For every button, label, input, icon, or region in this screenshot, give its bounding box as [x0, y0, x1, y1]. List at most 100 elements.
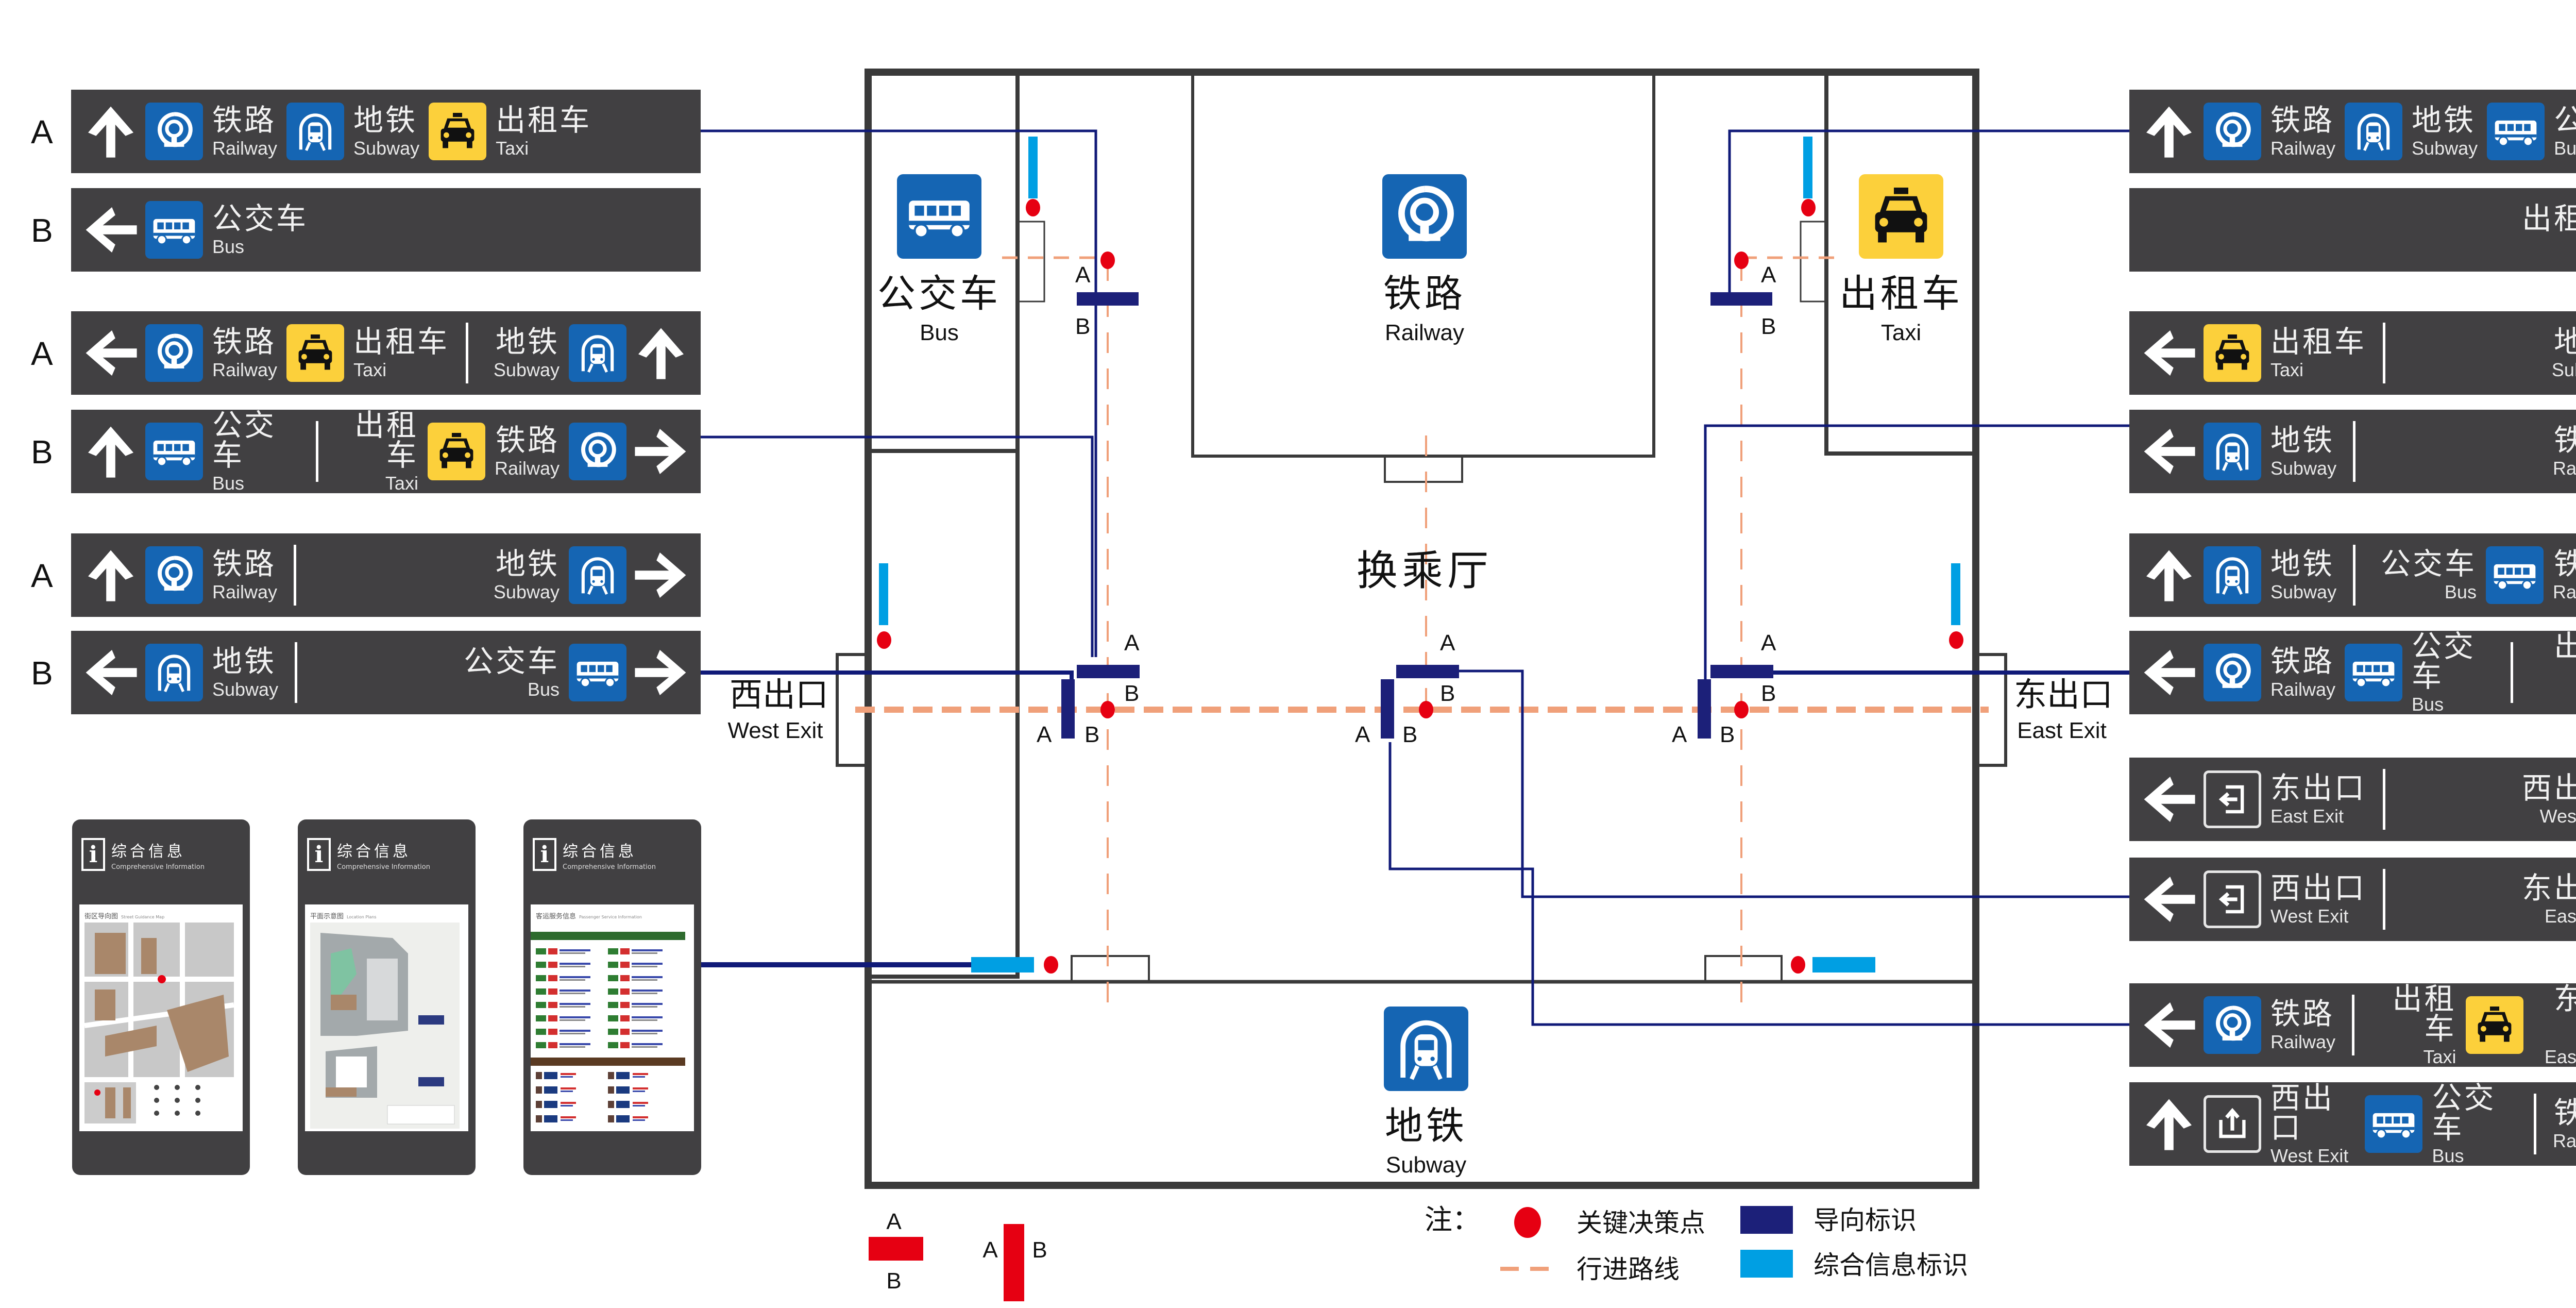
destination-zh: 东出口: [2270, 770, 2367, 806]
destination-en: Subway: [493, 581, 560, 602]
face-label-a: A: [1037, 722, 1052, 747]
destination-en: West Exit: [2270, 905, 2349, 927]
guide-sign-taxi: [1710, 292, 1772, 306]
leader-line: [1728, 129, 2130, 299]
plan-destination-zh: 地铁: [1385, 1104, 1467, 1148]
legend: A B A B 注： 关键决策点 导向标识 行进路线 综合信息标识: [869, 1203, 1968, 1301]
info-signs: [879, 137, 1960, 972]
info-sign: [1028, 137, 1038, 198]
panel-title-en: Location Plans: [347, 915, 377, 919]
destination-en: Subway: [2412, 138, 2478, 159]
taxi-door: [1800, 221, 1827, 303]
destination-en: Bus: [2444, 581, 2477, 602]
info-sign: [1812, 957, 1875, 972]
arrow-left-icon: [2144, 429, 2195, 474]
destination-zh: 公交车: [2380, 546, 2477, 581]
exit-icon: [2204, 1095, 2261, 1153]
destination-en: Railway: [2270, 679, 2336, 700]
info-sign: [1803, 137, 1812, 198]
guide-sign-east-h: [1710, 665, 1773, 678]
destination-zh: 铁路: [212, 103, 277, 138]
destination-zh: 地铁: [2270, 423, 2335, 458]
railway-icon: [569, 423, 626, 480]
sign-divider: [2353, 545, 2356, 606]
info-icon: i: [81, 838, 105, 871]
subway-icon: [145, 644, 203, 701]
taxi-icon: [286, 324, 345, 382]
subway-door-west: [1071, 955, 1150, 983]
destination-en: Taxi: [2270, 359, 2304, 380]
info-board-title-zh: 综合信息: [111, 842, 185, 861]
legend-orient-horizontal: [869, 1237, 923, 1261]
west-exit-en: West Exit: [727, 718, 823, 743]
bus-door: [1016, 221, 1045, 303]
destination-zh: 铁路: [212, 324, 277, 359]
sign-face-tag: A: [31, 335, 53, 372]
arrow-left-icon: [86, 207, 137, 253]
decision-point: [1734, 701, 1749, 718]
sign-divider: [316, 421, 319, 482]
legend-info-sign-swatch: [1740, 1250, 1793, 1278]
destination-zh: 出租车: [353, 324, 450, 359]
face-label-a: A: [1075, 262, 1091, 288]
panel-title-en: Street Guidance Map: [121, 915, 165, 919]
legend-info-sign-label: 综合信息标识: [1814, 1250, 1968, 1280]
bus-icon: [2365, 1095, 2423, 1153]
destination-en: East Exit: [2544, 905, 2576, 927]
destination-en: Taxi: [385, 473, 418, 494]
sign-divider: [2383, 869, 2386, 930]
railway-icon: [2204, 103, 2261, 160]
info-board-title-en: Comprehensive Information: [337, 863, 430, 871]
face-label-b: B: [1084, 722, 1099, 747]
guide-signs: [1061, 292, 1773, 739]
leader-line: [1704, 424, 2130, 691]
destination-zh: 公交车: [2554, 103, 2576, 138]
destination-en: West Exit: [2270, 1145, 2349, 1166]
sign-divider: [2383, 769, 2386, 830]
sign-divider: [2510, 642, 2513, 703]
arrow-up-icon: [88, 550, 133, 601]
destination-zh: 出租车: [2553, 629, 2576, 664]
guide-sign-center-h: [1396, 665, 1459, 678]
plan-destination-en: Railway: [1385, 320, 1464, 345]
destination-zh: 公交车: [2412, 629, 2476, 694]
destination-zh: 公交车: [212, 408, 277, 473]
hanging-sign-b: 地铁Subway铁路Railway: [2129, 410, 2576, 493]
destination-zh: 出租车: [2392, 981, 2456, 1046]
